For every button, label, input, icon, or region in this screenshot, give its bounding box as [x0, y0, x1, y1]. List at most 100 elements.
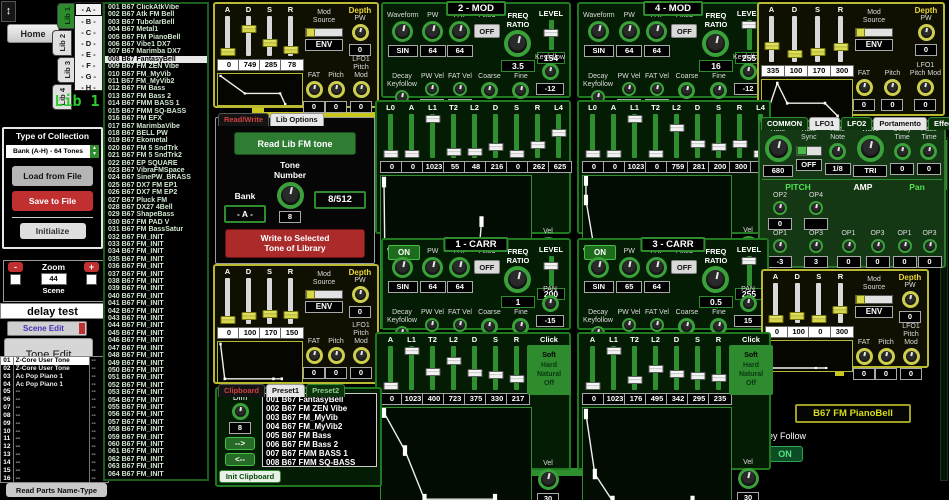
copy-to-clipboard-button[interactable]: -->: [225, 437, 255, 450]
env-4-slider-L12-slider[interactable]: [627, 113, 642, 158]
pw-tl-slider-A-slider[interactable]: [220, 15, 235, 56]
tone-list-item[interactable]: 022 B67 EP SQUARE: [108, 159, 178, 167]
env-3-slider-A0-slider[interactable]: [585, 345, 600, 390]
env-3-slider-D4-slider[interactable]: [669, 345, 684, 390]
parts-row[interactable]: 08 -- --: [1, 411, 108, 420]
parts-row[interactable]: 04 Ac Pop Piano 1 --: [1, 380, 108, 389]
env-1-slider-L23-slider[interactable]: [446, 345, 461, 390]
parts-row[interactable]: 13 -- --: [1, 451, 108, 459]
tone-list-item[interactable]: 032 B67 FM_INIT: [108, 233, 164, 241]
env-2-slider-D5-thumb[interactable]: [488, 142, 503, 151]
tone-list-item[interactable]: 015 B67 FMM SQ-BASS: [108, 107, 187, 115]
env-4-slider-L00-slider[interactable]: [585, 113, 600, 158]
env-1-slider-S5-slider[interactable]: [488, 345, 503, 390]
pw-tr-slider-D-slider[interactable]: [787, 15, 802, 62]
tone-list-item[interactable]: 064 B67 FM_INIT: [108, 470, 164, 478]
op-2-coarse-knob[interactable]: [480, 82, 498, 100]
op-4-freq-ratio-knob[interactable]: [702, 30, 730, 58]
pw-bl-slider-A-thumb[interactable]: [220, 315, 235, 324]
tone-list-item[interactable]: 002 B67 Atk FM Bell: [108, 11, 175, 19]
env-3-slider-R6-slider[interactable]: [711, 345, 726, 390]
tone-list-item[interactable]: 039 B67 FM_INIT: [108, 285, 164, 293]
key-follow-on-button[interactable]: ON: [767, 446, 803, 462]
pw-tr-mod-source-slider[interactable]: [855, 28, 893, 38]
env-4-slider-D5-thumb[interactable]: [690, 139, 705, 148]
env-3-slider-L11-thumb[interactable]: [606, 346, 621, 355]
bank-letter[interactable]: - H -: [81, 83, 96, 92]
op-3-freq-ratio-knob[interactable]: [702, 266, 730, 294]
tone-list-item[interactable]: 059 B67 FM_INIT: [108, 433, 164, 441]
pw-tl-mod-source-slider[interactable]: [305, 28, 343, 38]
tone-list-item[interactable]: 009 B67 FM ZEN Vibe: [108, 63, 180, 71]
op-3-waveform-knob[interactable]: [588, 257, 610, 279]
env-3-slider-S5-thumb[interactable]: [690, 371, 705, 380]
env-4-slider-S6-thumb[interactable]: [711, 142, 726, 151]
parts-row[interactable]: 07 -- --: [1, 404, 108, 412]
pw-br-slider-R-thumb[interactable]: [832, 305, 848, 314]
clipboard-item[interactable]: 003 B67 FM_MyVib: [266, 413, 338, 422]
op-1-fixed-button[interactable]: OFF: [473, 260, 500, 275]
tone-list-item[interactable]: 040 B67 FM_INIT: [108, 292, 164, 300]
env-4-slider-L00-thumb[interactable]: [585, 149, 600, 158]
updown-icon[interactable]: ↕: [1, 1, 16, 22]
lfo-tab-common[interactable]: COMMON: [761, 117, 808, 130]
op-2-fat-knob[interactable]: [449, 21, 471, 43]
tone-list-item[interactable]: 055 B67 FM_INIT: [108, 403, 164, 411]
pw-bl-slider-A-slider[interactable]: [220, 277, 235, 324]
lfo-pitch-op4-1-knob[interactable]: [809, 201, 823, 216]
parts-row[interactable]: 01 Z-Core User Tone --: [1, 357, 108, 365]
op-2-fat-vel-knob[interactable]: [452, 82, 467, 97]
tone-list-item[interactable]: 001 B67 ClickAtkVibe: [108, 4, 180, 11]
env-1-click-natural[interactable]: Natural: [536, 370, 562, 378]
pw-tr-slider-A-thumb[interactable]: [764, 41, 779, 50]
env-4-slider-T23-thumb[interactable]: [648, 149, 663, 158]
pw-br-slider-S-slider[interactable]: [811, 282, 827, 323]
clipboard-item[interactable]: 004 B67 FM_MyVib2: [266, 422, 343, 431]
tone-list-item[interactable]: 047 B67 FM_INIT: [108, 344, 164, 352]
tab-lib-options[interactable]: Lib Options: [270, 113, 324, 126]
tone-list-item[interactable]: 013 B67 FM Bass 2: [108, 92, 172, 100]
op-3-level-slider[interactable]: [741, 255, 757, 286]
collection-stepper[interactable]: ▲▼: [90, 145, 99, 158]
env-2-slider-R7-thumb[interactable]: [530, 140, 545, 149]
tone-list-item[interactable]: 019 B67 Ekometal: [108, 137, 168, 145]
pw-bl-slider-R-thumb[interactable]: [283, 310, 298, 319]
pw-bl-slider-D-thumb[interactable]: [241, 311, 256, 320]
env-1-slider-A0-thumb[interactable]: [383, 381, 398, 390]
pw-tl-slider-D-thumb[interactable]: [241, 24, 256, 33]
lfo-pitch-op3-3-knob[interactable]: [809, 239, 823, 254]
bank-letter[interactable]: - B -: [81, 17, 96, 26]
env-3-click-hard[interactable]: Hard: [743, 361, 759, 369]
tone-list-item[interactable]: 011 B67 FM_MyVib2: [108, 78, 175, 86]
parts-row[interactable]: 06 -- --: [1, 396, 108, 405]
env-1-vel-knob[interactable]: [537, 469, 559, 491]
op-2-level-thumb[interactable]: [543, 28, 559, 37]
lfo-pan-op1-0-knob[interactable]: [897, 239, 912, 254]
lfo-amp-op1-0-knob[interactable]: [841, 239, 856, 254]
bank-letter-selected[interactable]: - A -: [75, 3, 102, 16]
tone-list-item[interactable]: 048 B67 FM_INIT: [108, 352, 164, 360]
op-4-level-thumb[interactable]: [741, 20, 757, 29]
lfo-rate-sync-toggle[interactable]: [795, 146, 822, 157]
env-2-slider-L00-slider[interactable]: [383, 113, 398, 158]
lfo-fade-time-knob[interactable]: [920, 143, 938, 161]
op-2-pw-vel-knob[interactable]: [425, 82, 440, 97]
env-3-slider-T22-thumb[interactable]: [627, 375, 642, 384]
pw-tl-slider-A-thumb[interactable]: [220, 47, 235, 56]
tone-list-item[interactable]: 046 B67 FM_INIT: [108, 337, 164, 345]
write-to-library-button[interactable]: Write to Selected Tone of Library: [225, 228, 365, 258]
op-1-fat-knob[interactable]: [449, 257, 471, 279]
tone-list-item[interactable]: 010 B67 FM_MyVib: [108, 70, 171, 78]
op-1-pw-vel-knob[interactable]: [425, 318, 440, 333]
tone-list-item[interactable]: 053 B67 FM_INIT: [108, 389, 164, 397]
op-2-fixed-button[interactable]: OFF: [473, 24, 500, 39]
env-1-slider-D4-thumb[interactable]: [467, 368, 482, 377]
env-4-slider-A1-thumb[interactable]: [606, 149, 621, 158]
lfo-tab-effects[interactable]: Effects: [928, 117, 949, 130]
op-4-pw-vel-knob[interactable]: [621, 82, 636, 97]
parts-row[interactable]: 03 Ac Pop Piano 1 --: [1, 372, 108, 381]
tone-list-item[interactable]: 058 B67 FM_INIT: [108, 426, 164, 434]
pw-br-fat-knob[interactable]: [855, 348, 873, 366]
tone-list-item[interactable]: 005 B67 FM PianoBell: [108, 33, 181, 41]
op-1-level-slider[interactable]: [543, 255, 559, 286]
